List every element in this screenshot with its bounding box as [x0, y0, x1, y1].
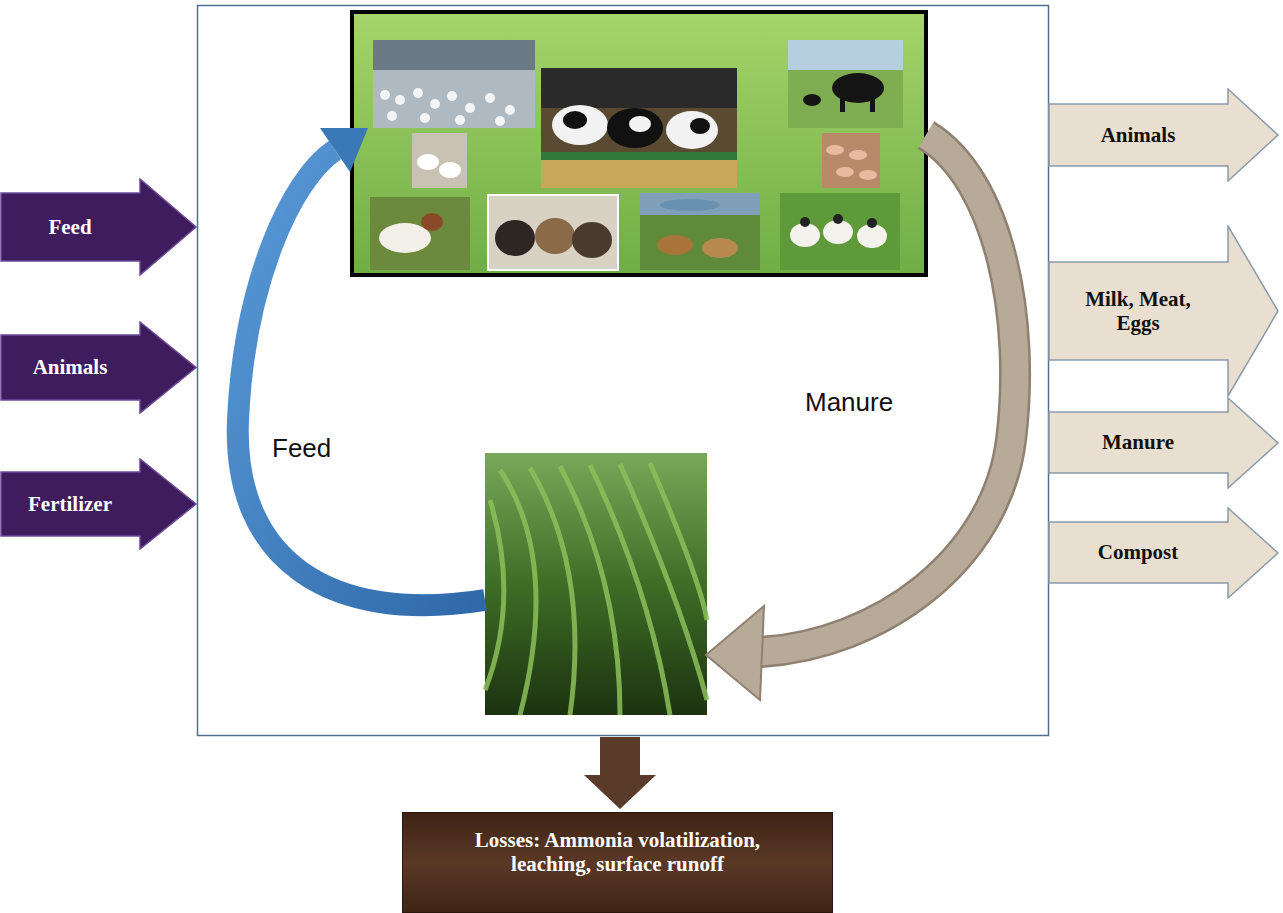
input-arrow: Animals: [0, 321, 198, 414]
output-arrow: Milk, Meat, Eggs: [1048, 225, 1280, 397]
livestock-collage: [352, 12, 926, 275]
arrow-label: Milk, Meat, Eggs: [1073, 287, 1203, 335]
flow-label: Manure: [805, 387, 893, 418]
losses-text: Losses: Ammonia volatilization, leaching…: [453, 828, 783, 876]
output-arrow: Animals: [1048, 88, 1280, 182]
arrow-shape: [1048, 225, 1280, 397]
arrow-label: Animals: [33, 355, 108, 379]
arrow-label: Feed: [48, 215, 91, 239]
manure-flow-arrow: [706, 135, 1015, 700]
arrow-shape: [0, 178, 198, 276]
output-arrow: Manure: [1048, 397, 1280, 489]
arrow-label: Compost: [1098, 540, 1179, 564]
crop-field: [485, 453, 707, 715]
input-arrow: Fertilizer: [0, 458, 198, 550]
arrow-label: Animals: [1101, 123, 1176, 147]
output-arrow: Compost: [1048, 507, 1280, 599]
arrow-label: Manure: [1102, 430, 1174, 454]
system-boundary: [198, 6, 1049, 736]
losses-arrow: [584, 737, 656, 809]
feed-flow-arrow: [238, 128, 485, 605]
arrow-label: Fertilizer: [28, 492, 112, 516]
flow-label: Feed: [272, 433, 331, 464]
losses-box: Losses: Ammonia volatilization, leaching…: [402, 812, 833, 913]
input-arrow: Feed: [0, 178, 198, 276]
